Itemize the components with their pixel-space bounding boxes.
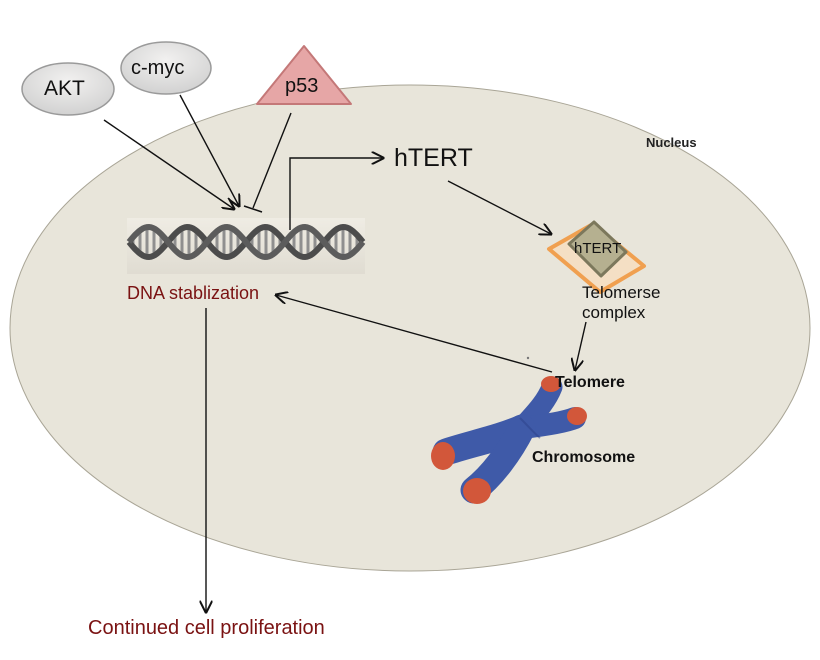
dna-to-htert-arrow (289, 158, 383, 230)
cmyc-to-dna-arrow (179, 94, 239, 206)
htert-protein-box (567, 220, 628, 278)
nucleus-label: Nucleus (646, 135, 697, 150)
cmyc-node (120, 41, 212, 95)
telomere-cap (541, 376, 561, 392)
chromosome-icon (431, 376, 587, 504)
telomere-cap (431, 442, 455, 470)
chromosome-label: Chromosome (532, 449, 636, 466)
cmyc-label: c-myc (131, 57, 185, 79)
dna-stabilization-label: DNA stablization (127, 283, 260, 303)
htert-to-complex-arrow (447, 180, 551, 234)
akt-node (21, 62, 115, 116)
p53-label: p53 (285, 75, 319, 97)
akt-label: AKT (44, 77, 85, 100)
dna-helix-icon (126, 218, 366, 274)
telomere-cap (567, 407, 587, 425)
p53-node (256, 45, 352, 105)
nucleus (9, 84, 811, 572)
complex-to-telomere-arrow (575, 321, 587, 370)
telomere-cap (463, 478, 491, 504)
telomerase-complex-label: Telomerse complex (582, 283, 661, 322)
telomere-to-dna-arrow (276, 295, 553, 373)
akt-to-dna-arrow (103, 119, 234, 209)
telomerase-complex (547, 220, 646, 294)
p53-inhibits-dna (243, 112, 292, 213)
telomere-label: Telomere (555, 374, 625, 391)
htert-label: hTERT (394, 144, 473, 172)
proliferation-label: Continued cell proliferation (88, 617, 325, 639)
htert-box-label: hTERT (574, 240, 622, 257)
